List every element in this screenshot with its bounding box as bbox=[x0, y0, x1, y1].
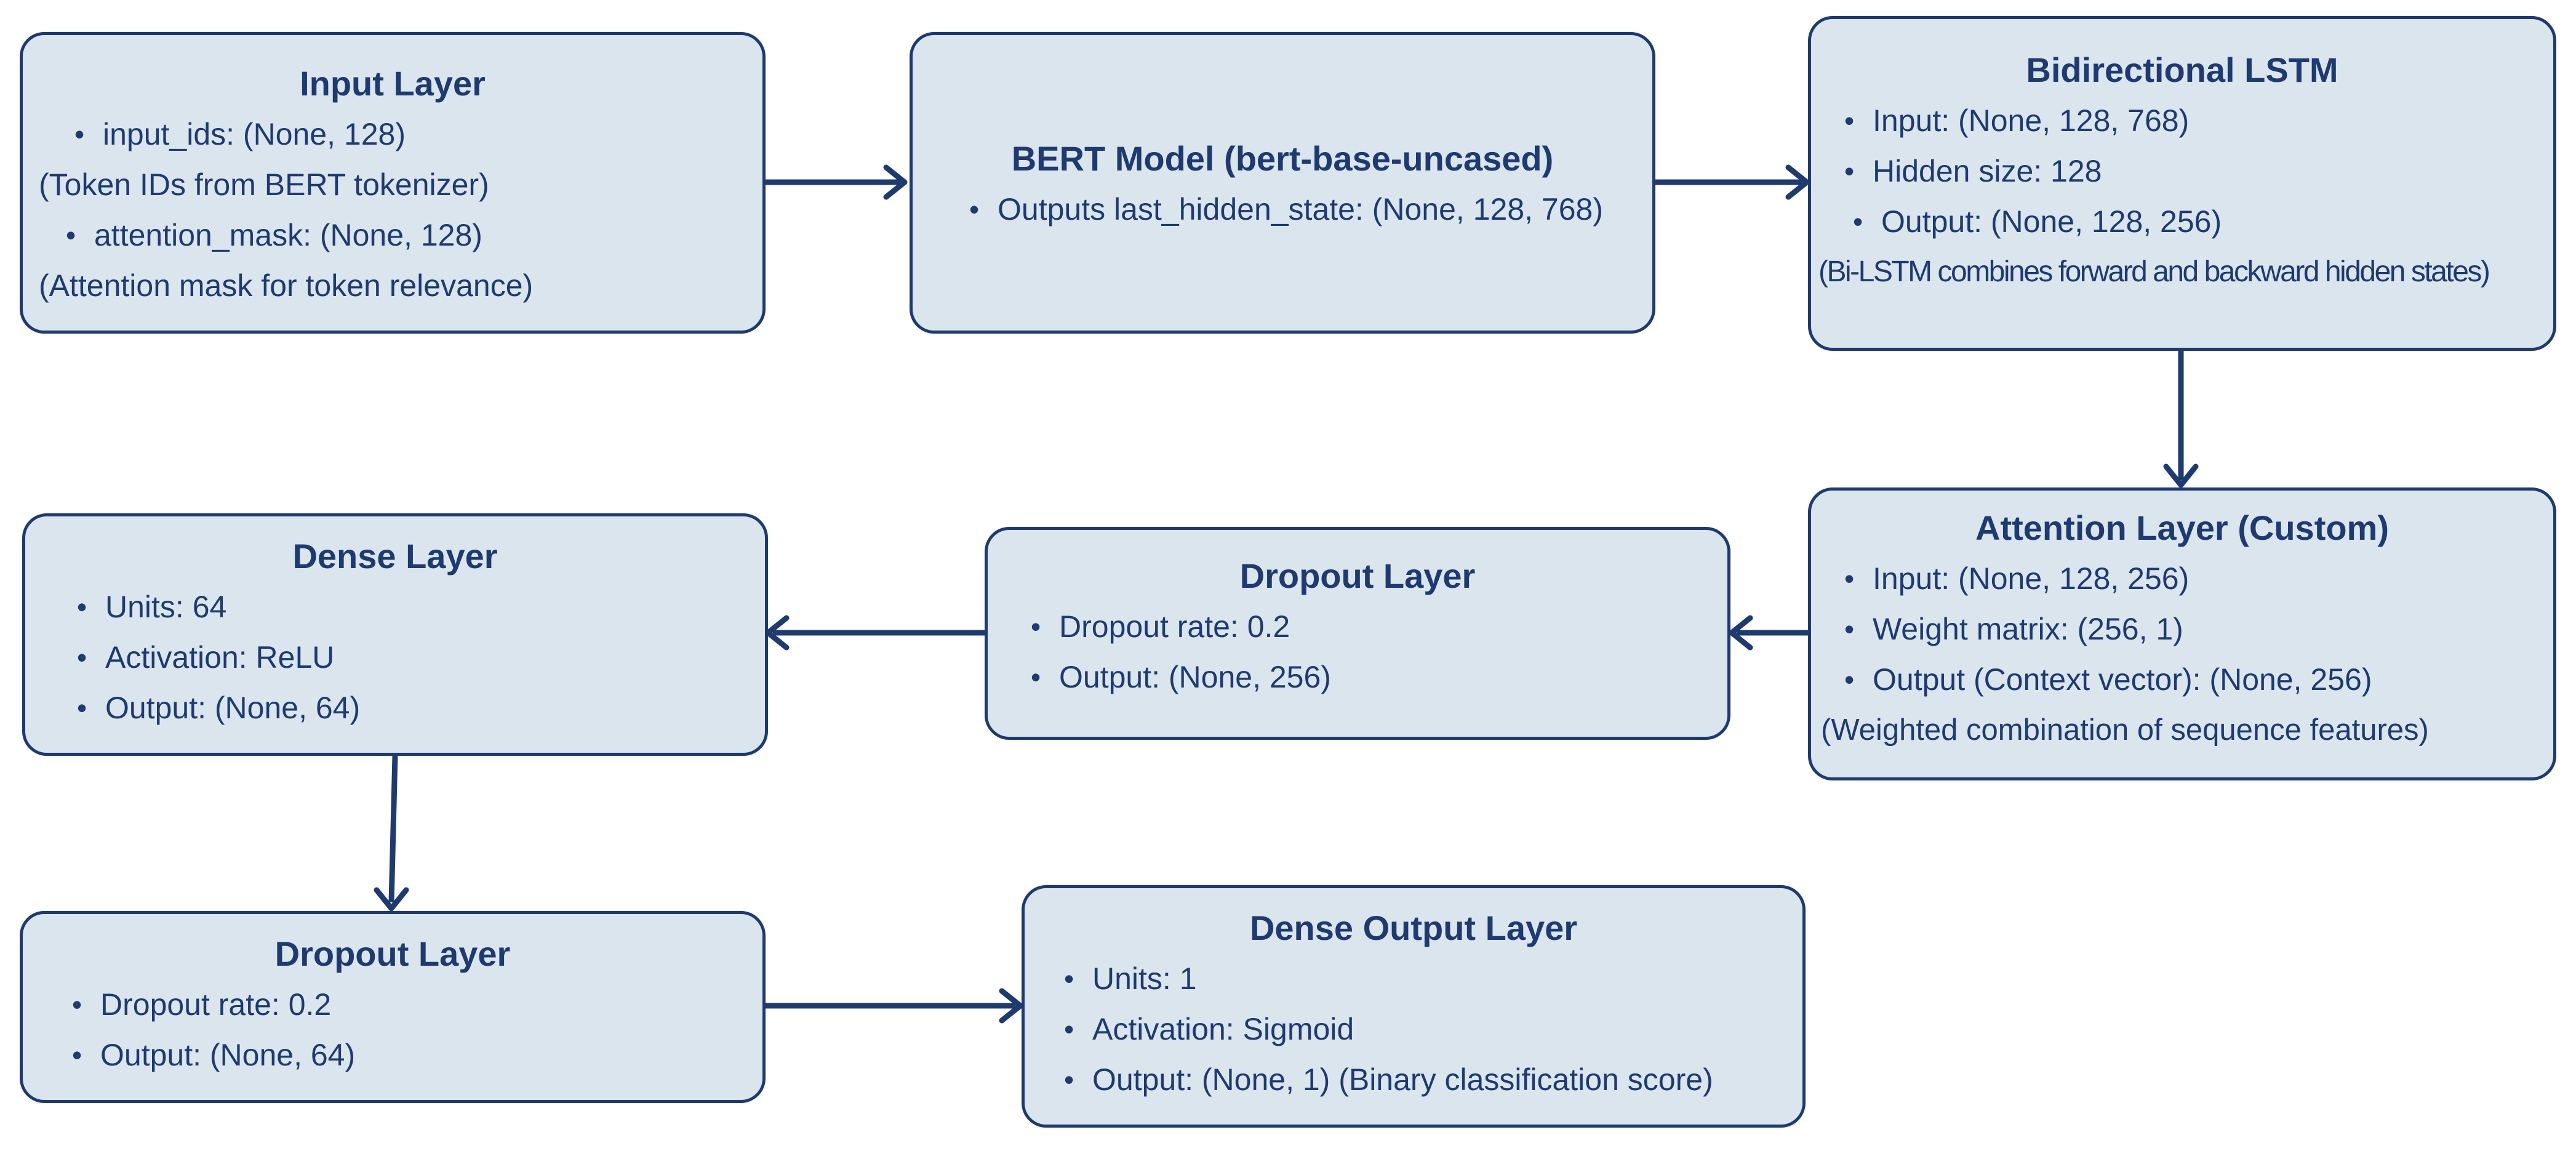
node-attention-layer: Attention Layer (Custom) Input: (None, 1… bbox=[1808, 487, 2556, 780]
node-title: Attention Layer (Custom) bbox=[1975, 508, 2389, 547]
node-bidirectional-lstm: Bidirectional LSTM Input: (None, 128, 76… bbox=[1808, 16, 2556, 351]
edge-dense-to-dropout bbox=[374, 755, 409, 912]
bullet-units: Units: 1 bbox=[1064, 953, 1791, 1004]
bullet-lstm-input: Input: (None, 128, 768) bbox=[1844, 95, 2542, 146]
note-attention-mask: (Attention mask for token relevance) bbox=[39, 268, 534, 303]
bullet-dropout-output: Output: (None, 64) bbox=[72, 1030, 751, 1080]
bullet-dense-output: Output: (None, 64) bbox=[77, 683, 754, 733]
edge-bilstm-to-attention bbox=[2163, 351, 2199, 488]
edge-dropout-to-output bbox=[766, 988, 1023, 1024]
bullet-input-ids: input_ids: (None, 128) bbox=[74, 109, 751, 159]
node-title: Bidirectional LSTM bbox=[2026, 50, 2338, 89]
node-dense-output-layer: Dense Output Layer Units: 1 Activation: … bbox=[1022, 885, 1806, 1128]
bullet-dropout-rate: Dropout rate: 0.2 bbox=[1031, 601, 1716, 652]
bullet-units: Units: 64 bbox=[77, 582, 754, 632]
bullet-output-score: Output: (None, 1) (Binary classification… bbox=[1064, 1054, 1791, 1105]
node-title: Input Layer bbox=[300, 64, 486, 103]
bullet-weight-matrix: Weight matrix: (256, 1) bbox=[1844, 604, 2542, 654]
node-title: Dropout Layer bbox=[1239, 556, 1476, 595]
edge-attention-to-dropout bbox=[1729, 615, 1808, 651]
bullet-context-vector: Output (Context vector): (None, 256) bbox=[1844, 654, 2542, 705]
bullet-dropout-output: Output: (None, 256) bbox=[1031, 652, 1716, 702]
node-bert-model: BERT Model (bert-base-uncased) Outputs l… bbox=[910, 32, 1655, 334]
node-title: Dropout Layer bbox=[274, 934, 511, 973]
note-attention: (Weighted combination of sequence featur… bbox=[1821, 713, 2429, 747]
bullet-activation: Activation: ReLU bbox=[77, 632, 754, 683]
note-bilstm: (Bi-LSTM combines forward and backward h… bbox=[1818, 255, 2490, 288]
bullet-dropout-rate: Dropout rate: 0.2 bbox=[72, 979, 751, 1030]
bullet-activation: Activation: Sigmoid bbox=[1064, 1004, 1791, 1054]
edge-input-to-bert bbox=[766, 164, 908, 200]
bullet-attention-mask: attention_mask: (None, 128) bbox=[66, 210, 751, 260]
node-dropout-layer-1: Dropout Layer Dropout rate: 0.2 Output: … bbox=[985, 527, 1730, 740]
bullet-attention-input: Input: (None, 128, 256) bbox=[1844, 553, 2542, 604]
node-input-layer: Input Layer input_ids: (None, 128) (Toke… bbox=[20, 32, 766, 334]
bullet-bert-output: Outputs last_hidden_state: (None, 128, 7… bbox=[969, 184, 1641, 235]
node-title: Dense Output Layer bbox=[1249, 908, 1578, 947]
bullet-lstm-hidden: Hidden size: 128 bbox=[1844, 146, 2542, 196]
note-token-ids: (Token IDs from BERT tokenizer) bbox=[39, 167, 489, 202]
node-dropout-layer-2: Dropout Layer Dropout rate: 0.2 Output: … bbox=[20, 911, 766, 1103]
node-title: BERT Model (bert-base-uncased) bbox=[1011, 139, 1554, 178]
node-dense-layer: Dense Layer Units: 64 Activation: ReLU O… bbox=[22, 513, 768, 756]
bullet-lstm-output: Output: (None, 128, 256) bbox=[1853, 196, 2542, 247]
edge-dropout-to-dense bbox=[765, 615, 985, 651]
node-title: Dense Layer bbox=[292, 537, 498, 576]
edge-bert-to-bilstm bbox=[1655, 164, 1810, 200]
